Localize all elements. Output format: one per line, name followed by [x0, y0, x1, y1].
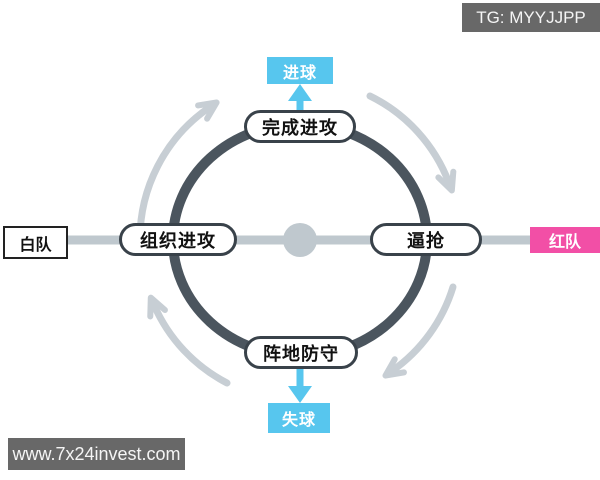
center-spot	[283, 223, 317, 257]
node-complete-attack: 完成进攻	[244, 110, 356, 143]
concede-arrow-stem	[296, 367, 304, 387]
rotation-arrow-bottom-right-icon	[382, 283, 457, 379]
concede-outcome-box: 失球	[268, 403, 330, 433]
concede-arrow-head	[288, 386, 312, 403]
node-pressing: 逼抢	[370, 223, 482, 256]
white-team-box: 白队	[3, 226, 68, 259]
concede-arrow-down-icon	[288, 367, 312, 403]
watermark-url: www.7x24invest.com	[8, 438, 185, 470]
rotation-arrow-bottom-left-icon	[147, 294, 231, 387]
goal-arrow-head	[288, 84, 312, 101]
red-team-box: 红队	[530, 227, 600, 253]
goal-arrow-up-icon	[288, 84, 312, 114]
node-positional-defense: 阵地防守	[244, 336, 358, 369]
node-organize-attack: 组织进攻	[119, 223, 237, 256]
goal-outcome-box: 进球	[267, 57, 333, 84]
telegram-badge: TG: MYYJJPP	[462, 3, 600, 32]
rotation-arrow-top-right-icon	[366, 92, 457, 194]
goal-arrow-stem	[296, 97, 304, 114]
